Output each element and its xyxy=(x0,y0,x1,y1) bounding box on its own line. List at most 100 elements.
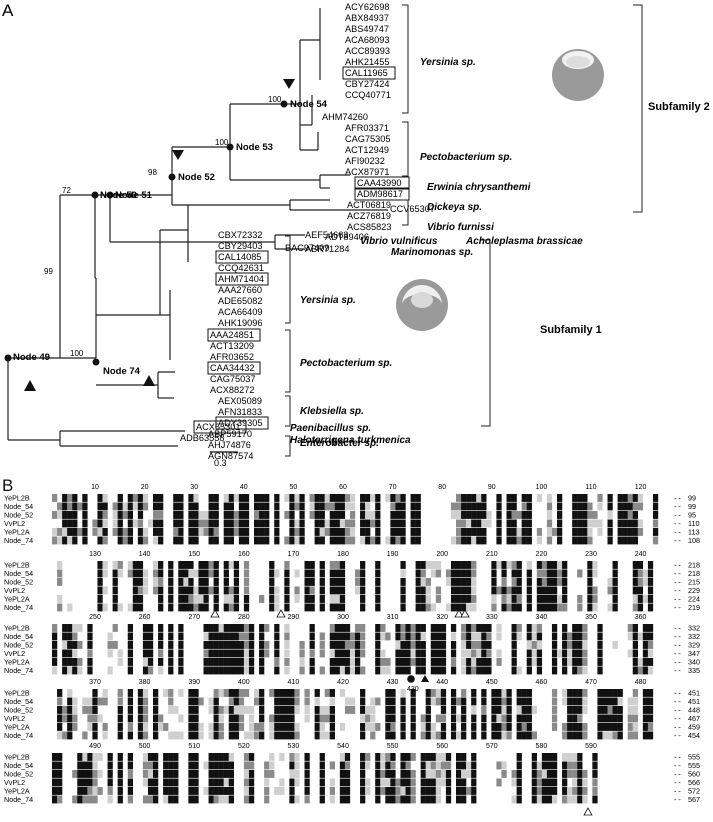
residue-cell xyxy=(344,641,351,649)
residue-cell xyxy=(299,649,305,658)
residue-cell xyxy=(445,761,452,770)
residue-cell xyxy=(567,723,573,731)
residue-cell xyxy=(405,778,411,787)
residue-cell xyxy=(612,697,618,706)
residue-cell xyxy=(334,624,341,632)
residue-cell xyxy=(496,586,502,595)
residue-cell xyxy=(506,697,512,706)
residue-cell xyxy=(299,641,305,649)
residue-cell xyxy=(642,632,649,641)
residue-cell xyxy=(269,578,275,586)
position-tick: 470 xyxy=(585,679,597,686)
sequence-end: 95 xyxy=(688,511,696,520)
residue-cell xyxy=(577,787,583,795)
residue-cell xyxy=(102,528,108,536)
residue-cell xyxy=(173,753,179,761)
sequence-name: Node_74 xyxy=(4,666,33,675)
clade-erwinia: Erwinia chrysanthemi xyxy=(427,182,531,193)
node-labels: Node 49 Node 50 Node 51 Node 52 Node 53 … xyxy=(13,99,328,377)
sequence-end: 347 xyxy=(688,649,700,658)
residue-cell xyxy=(269,731,275,740)
residue-cell xyxy=(233,511,240,519)
residue-cell xyxy=(324,519,330,528)
residue-cell xyxy=(516,689,522,697)
residue-cell xyxy=(72,536,78,545)
residue-cell xyxy=(248,666,255,675)
residue-cell xyxy=(506,586,512,595)
residue-cell xyxy=(471,603,477,612)
residue-cell xyxy=(531,649,537,658)
sequence-name: Node_74 xyxy=(4,795,33,804)
residue-cell xyxy=(471,649,477,658)
residue-cell xyxy=(557,569,563,578)
residue-cell xyxy=(349,502,356,511)
residue-cell xyxy=(304,753,310,761)
residue-cell xyxy=(213,569,219,578)
residue-cell xyxy=(319,723,325,731)
residue-cell xyxy=(536,649,543,658)
residue-cell xyxy=(218,641,224,649)
residue-cell xyxy=(380,666,386,675)
sequence-end: 567 xyxy=(688,795,700,804)
residue-cell xyxy=(415,528,421,536)
position-tick: 300 xyxy=(337,614,349,621)
residue-cell xyxy=(410,632,416,641)
residue-cell xyxy=(67,649,73,658)
residue-cell xyxy=(405,641,411,649)
residue-cell xyxy=(355,569,361,578)
residue-cell xyxy=(572,649,578,658)
residue-cell xyxy=(324,528,330,536)
svg-text:ACZ76819: ACZ76819 xyxy=(347,211,391,221)
residue-cell xyxy=(450,689,457,697)
residue-cell xyxy=(339,778,346,787)
residue-cell xyxy=(617,697,623,706)
residue-cell xyxy=(193,519,199,528)
residue-cell xyxy=(344,795,351,804)
residue-cell xyxy=(511,632,517,641)
triangle-markers xyxy=(24,79,295,391)
sequence-end: 229 xyxy=(688,586,700,595)
sequence-end: 108 xyxy=(688,536,700,545)
residue-cell xyxy=(158,536,164,545)
position-tick: 370 xyxy=(89,679,101,686)
residue-cell xyxy=(506,502,512,511)
residue-cell xyxy=(324,494,330,502)
alignment-markers: 430 xyxy=(210,609,593,816)
position-tick: 550 xyxy=(387,743,399,750)
residue-cell xyxy=(344,666,351,675)
residue-cell xyxy=(370,731,376,740)
residue-cell xyxy=(228,666,234,675)
residue-cell xyxy=(329,778,335,787)
svg-text:AFI90232: AFI90232 xyxy=(345,156,385,166)
residue-cell xyxy=(228,624,234,632)
residue-cell xyxy=(193,697,199,706)
residue-cell xyxy=(147,753,154,761)
residue-cell xyxy=(233,569,240,578)
residue-cell xyxy=(506,494,512,502)
residue-cell xyxy=(294,569,300,578)
residue-cell xyxy=(557,578,563,586)
residue-cell xyxy=(254,511,260,519)
residue-cell xyxy=(339,689,346,697)
sequence-end: 560 xyxy=(688,770,700,779)
sequence-name: YePL2B xyxy=(4,494,30,503)
residue-cell xyxy=(612,578,618,586)
residue-cell xyxy=(430,697,436,706)
residue-cell xyxy=(117,502,123,511)
residue-cell xyxy=(264,795,270,804)
residue-cell xyxy=(264,502,270,511)
residue-cell xyxy=(430,569,436,578)
residue-cell xyxy=(587,569,593,578)
residue-cell xyxy=(339,595,346,603)
residue-cell xyxy=(405,753,411,761)
position-tick: 170 xyxy=(288,551,300,558)
residue-cell xyxy=(471,595,477,603)
residue-cell xyxy=(546,770,553,778)
residue-cell xyxy=(324,502,330,511)
residue-cell xyxy=(137,502,144,511)
position-tick: 590 xyxy=(585,743,597,750)
residue-cell xyxy=(632,494,638,502)
residue-cell xyxy=(425,761,431,770)
residue-cell xyxy=(632,706,638,714)
